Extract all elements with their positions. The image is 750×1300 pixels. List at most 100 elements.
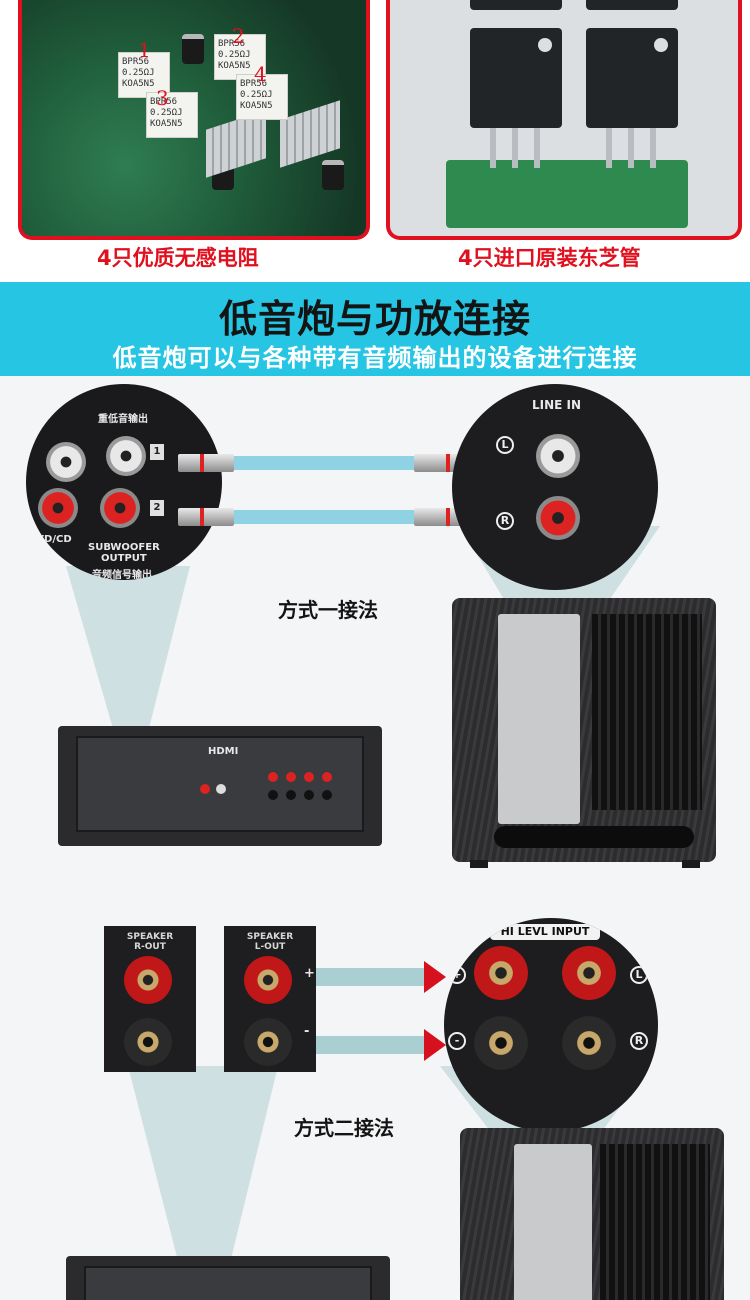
capacitor-icon — [322, 160, 344, 190]
resistor-component: BPR56 0.25ΩJ KOA5N5 — [146, 92, 198, 138]
circuit-board-image — [446, 160, 688, 228]
line-in-title: LINE IN — [532, 398, 582, 412]
sub-line-in-zoom: LINE IN L R — [452, 384, 658, 590]
speaker-l-out-label: SPEAKER L-OUT — [246, 932, 294, 952]
white-rca-jack — [46, 442, 86, 482]
speaker-terminal-icon — [304, 772, 314, 782]
red-binding-post — [562, 946, 616, 1000]
speaker-terminal-icon — [304, 790, 314, 800]
connection-diagram: 重低音输出 1 2 DVD/CD SUBWOOFER OUTPUT 音频信号输出… — [0, 376, 750, 1300]
speaker-terminal-icon — [286, 772, 296, 782]
subwoofer-foot — [682, 860, 700, 868]
speaker-wire — [316, 968, 426, 986]
dvd-cd-label: DVD/CD — [28, 534, 72, 545]
minus-badge: - — [448, 1032, 466, 1050]
resistor-marking: BPR56 — [122, 57, 150, 67]
resistor-component: BPR56 0.25ΩJ KOA5N5 — [214, 34, 266, 80]
speaker-terminal-icon — [322, 772, 332, 782]
transistor-leg — [606, 128, 612, 168]
resistor-component: BPR56 0.25ΩJ KOA5N5 — [236, 74, 288, 120]
resistor-marking: BPR56 — [150, 97, 178, 107]
subwoofer-foot — [470, 860, 488, 868]
subwoofer-bass-port — [494, 826, 694, 848]
resistor-marking: 0.25ΩJ — [240, 90, 273, 100]
black-binding-post — [474, 1016, 528, 1070]
speaker-r-out-panel: SPEAKER R-OUT — [104, 926, 196, 1072]
amplifier-rear-panel — [84, 1266, 372, 1300]
white-rca-jack — [106, 436, 146, 476]
hdmi-badge: HDMI — [208, 746, 239, 757]
right-channel-badge: R — [496, 512, 514, 530]
plus-badge: + — [448, 966, 466, 984]
subwoofer-output-top-label: 重低音输出 — [98, 414, 148, 425]
hi-level-input-title: HI LEVL INPUT — [490, 924, 600, 940]
red-binding-post — [244, 956, 292, 1004]
red-rca-jack — [536, 496, 580, 540]
sub-hi-level-zoom: HI LEVL INPUT + - L R — [444, 918, 658, 1132]
speaker-terminal-icon — [268, 772, 278, 782]
minus-sign: - — [304, 1024, 310, 1039]
red-binding-post — [124, 956, 172, 1004]
right-channel-badge: R — [630, 1032, 648, 1050]
amplifier-rear-image: HDMI — [58, 726, 382, 846]
transistor-component — [586, 0, 678, 10]
resistor-number: 3 — [156, 86, 169, 110]
arrow-right-icon — [424, 961, 446, 993]
subwoofer-control-panel — [514, 1144, 592, 1300]
rca-plug-ring — [200, 454, 204, 472]
transistor-component — [470, 28, 562, 128]
resistor-marking: KOA5N5 — [150, 119, 183, 129]
resistor-marking: 0.25ΩJ — [218, 50, 251, 60]
speaker-r-out-label: SPEAKER R-OUT — [126, 932, 174, 952]
transistor-leg — [534, 128, 540, 168]
resistor-caption: 4只优质无感电阻 — [97, 246, 259, 270]
resistor-number: 2 — [232, 24, 245, 48]
transistor-photo — [386, 0, 742, 240]
resistor-marking: KOA5N5 — [240, 101, 273, 111]
transistor-component — [586, 28, 678, 128]
section-title: 低音炮与功放连接 — [218, 297, 531, 341]
speaker-terminal-icon — [322, 790, 332, 800]
resistor-marking: KOA5N5 — [218, 61, 251, 71]
arrow-right-icon — [424, 1029, 446, 1061]
resistor-marking: KOA5N5 — [122, 79, 155, 89]
amp-output-zoom: 重低音输出 1 2 DVD/CD SUBWOOFER OUTPUT 音频信号输出 — [26, 384, 222, 580]
resistor-number: 1 — [138, 38, 151, 62]
rca-jack-icon — [216, 784, 226, 794]
transistor-leg — [512, 128, 518, 168]
section-banner: 低音炮与功放连接 低音炮可以与各种带有音频输出的设备进行连接 — [0, 282, 750, 376]
red-binding-post — [474, 946, 528, 1000]
transistor-leg — [490, 128, 496, 168]
transistor-caption: 4只进口原装东芝管 — [458, 246, 641, 270]
red-rca-jack — [100, 488, 140, 528]
white-rca-jack — [536, 434, 580, 478]
resistor-marking: BPR56 — [240, 79, 268, 89]
resistor-photo: BPR56 0.25ΩJ KOA5N5 BPR56 0.25ΩJ KOA5N5 … — [18, 0, 370, 240]
rca-plug-ring — [200, 508, 204, 526]
audio-signal-output-label: 音频信号输出 — [92, 570, 152, 580]
subwoofer-output-label: SUBWOOFER OUTPUT — [88, 542, 160, 564]
port-number: 2 — [150, 500, 164, 516]
plus-sign: + — [304, 966, 315, 981]
red-rca-jack — [38, 488, 78, 528]
subwoofer-image — [452, 598, 716, 862]
resistor-component: BPR56 0.25ΩJ KOA5N5 — [118, 52, 170, 98]
amplifier-rear-panel — [76, 736, 364, 832]
resistor-number: 4 — [254, 62, 267, 86]
amplifier-rear-image — [66, 1256, 390, 1300]
black-binding-post — [562, 1016, 616, 1070]
section-subtitle: 低音炮可以与各种带有音频输出的设备进行连接 — [112, 344, 638, 372]
product-photos: BPR56 0.25ΩJ KOA5N5 BPR56 0.25ΩJ KOA5N5 … — [0, 0, 750, 282]
subwoofer-heatsink-fins — [600, 1144, 710, 1300]
black-binding-post — [244, 1018, 292, 1066]
subwoofer-image — [460, 1128, 724, 1300]
resistor-marking: 0.25ΩJ — [150, 108, 183, 118]
subwoofer-control-panel — [498, 614, 580, 824]
black-binding-post — [124, 1018, 172, 1066]
speaker-terminal-icon — [286, 790, 296, 800]
rca-plug-ring — [446, 454, 450, 472]
capacitor-icon — [182, 34, 204, 64]
rca-plug — [178, 508, 234, 526]
rca-cable — [230, 510, 418, 524]
rca-cable — [230, 456, 418, 470]
